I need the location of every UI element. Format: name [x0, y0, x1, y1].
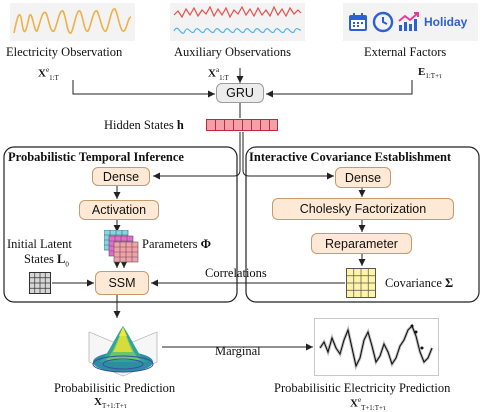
external-factors-panel: Holiday	[343, 3, 478, 41]
activation-box: Activation	[79, 200, 159, 220]
auxiliary-input-var: Xa1:T	[208, 66, 229, 82]
cholesky-box: Cholesky Factorization	[272, 198, 454, 220]
right-panel-frame	[245, 146, 480, 303]
covariance-grid-icon	[346, 268, 376, 298]
correlations-label: Correlations	[205, 266, 267, 280]
distribution-surface-plot	[88, 326, 158, 377]
prob-prediction-label: Probabilisitic Prediction	[54, 381, 176, 395]
right-panel-title: Interactive Covariance Establishment	[249, 150, 452, 165]
clock-icon	[372, 11, 394, 33]
initial-latent-grid-icon	[29, 272, 51, 294]
covariance-label: Covariance Σ	[385, 276, 454, 290]
auxiliary-observations-label: Auxiliary Observations	[174, 45, 291, 59]
hidden-states-vector	[206, 119, 278, 131]
electricity-input-var: Xe1:T	[38, 66, 59, 82]
electricity-observation-label: Electricity Observation	[6, 45, 123, 59]
prob-prediction-var: XT+1:T+τ	[94, 396, 127, 411]
initial-latent-line2: States L0	[24, 252, 69, 269]
reparameter-box: Reparameter	[311, 233, 412, 254]
calendar-icon	[349, 13, 367, 31]
initial-latent-line1: Initial Latent	[7, 237, 72, 251]
external-factors-label: External Factors	[364, 45, 447, 59]
left-dense-box: Dense	[92, 167, 150, 186]
electricity-prediction-plot	[314, 318, 439, 376]
trend-chart-icon	[398, 12, 419, 31]
external-input-var: E1:T+τ	[418, 66, 442, 81]
marginal-label: Marginal	[215, 344, 261, 358]
left-panel-title: Probabilistic Temporal Inference	[8, 150, 184, 165]
elec-prediction-label: Probabilisitic Electricity Prediction	[274, 381, 451, 395]
hidden-states-label: Hidden States h	[104, 118, 184, 132]
parameters-grid-icon	[104, 230, 139, 263]
elec-prediction-var: XeT+1:T+τ	[350, 396, 386, 412]
ssm-box: SSM	[95, 271, 149, 295]
parameters-label: Parameters Φ	[142, 237, 212, 251]
auxiliary-observations-chart	[170, 3, 305, 41]
left-panel-frame	[3, 146, 238, 303]
electricity-observation-chart	[10, 3, 135, 41]
holiday-icon-text: Holiday	[424, 15, 468, 29]
right-dense-box: Dense	[335, 167, 391, 188]
gru-box: GRU	[216, 83, 264, 103]
